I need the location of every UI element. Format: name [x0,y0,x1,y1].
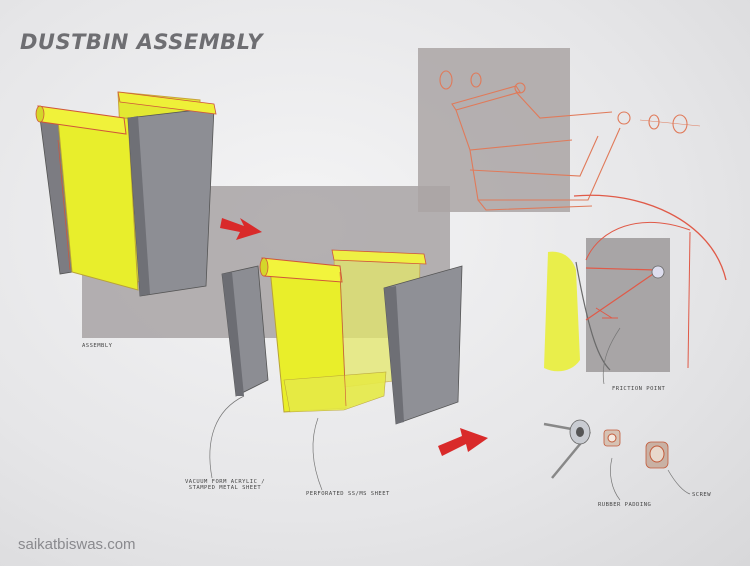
label-friction-point: FRICTION POINT [612,386,666,392]
label-perforated-sheet: PERFORATED SS/MS SHEET [306,491,390,497]
label-vacuum-form: VACUUM FORM ACRYLIC / STAMPED METAL SHEE… [180,479,270,491]
label-vacuum-line2: STAMPED METAL SHEET [188,485,262,491]
label-screw: SCREW [692,492,712,498]
backdrop-block-frame [418,48,570,212]
label-rubber-padding: RUBBER PADDING [598,502,652,508]
leader-perforated [312,417,323,491]
assembled-dustbin [35,91,217,297]
arrow-red-middle [220,218,262,240]
friction-detail [544,194,727,385]
exploded-dustbin [221,249,463,425]
screw-detail [543,419,691,501]
leader-vacuum [209,395,245,479]
label-vacuum-line1: VACUUM FORM ACRYLIC / [184,479,266,485]
label-assembly: ASSEMBLY [82,343,113,349]
watermark: saikatbiswas.com [18,536,136,553]
page-title: DUSTBIN ASSEMBLY [20,30,263,54]
wire-frame [439,70,701,211]
arrow-red-bottom [438,428,488,456]
backdrop-block-friction [586,238,670,372]
